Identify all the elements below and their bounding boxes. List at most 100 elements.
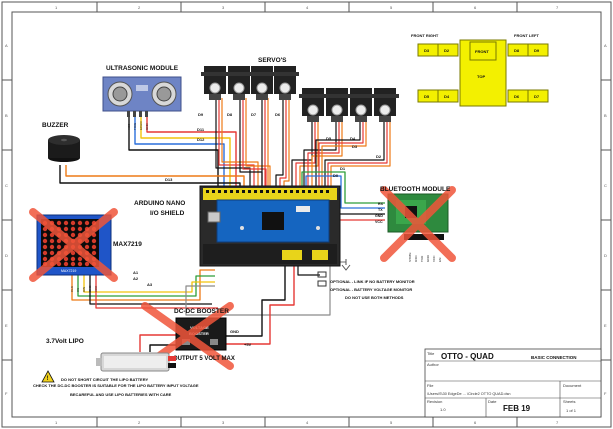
servo (271, 66, 299, 100)
row-marker: B (5, 113, 8, 118)
col-marker: 6 (474, 420, 477, 425)
note-link: OPTIONAL - LINK IF NO BATTERY MONITOR (330, 279, 415, 284)
bt-bottom-pin: VCC (432, 255, 436, 262)
signal-label: D12 (197, 137, 205, 142)
ultrasonic-module: VCC TRIG ECHO GND (102, 76, 182, 131)
warning-care: BECAREFUL AND USE LIPO BATTERIES WITH CA… (70, 392, 172, 397)
row-marker: F (604, 391, 607, 396)
row-marker: E (5, 323, 8, 328)
layout-box-label: D3 (424, 48, 430, 53)
col-marker: 4 (306, 5, 309, 10)
col-marker: 3 (222, 5, 225, 10)
layout-box-label: D2 (444, 48, 450, 53)
row-marker: D (604, 253, 607, 258)
top-label: TOP (477, 74, 485, 79)
bt-bottom-pin: EN (438, 258, 442, 262)
layout-box-label: D6 (514, 94, 520, 99)
signal-label: D4 (350, 136, 356, 141)
robot-layout-diagram: FRONT RIGHT FRONT LEFT FRONT TOP D3 D2 D… (411, 33, 549, 107)
max7219-matrix: MAX7219 CLK CS DIN GND VCC (29, 208, 118, 293)
signal-label: D13 (165, 177, 173, 182)
signal-label: A1 (133, 270, 139, 275)
arduino-shield (199, 185, 341, 267)
col-marker: 3 (222, 420, 225, 425)
us-pin-label: GND (145, 123, 149, 131)
us-pin-label: VCC (127, 123, 131, 130)
matrix-pin-label: DIN (82, 287, 86, 292)
bluetooth-label: BLUETOOTH MODULE (380, 186, 451, 193)
us-pin-label: ECHO (139, 121, 143, 130)
servo (248, 66, 276, 100)
signal-label: D9 (198, 112, 204, 117)
arduino-label-line1: ARDUINO NANO (134, 200, 185, 207)
servo (225, 66, 253, 100)
gnd-label: GND (230, 329, 239, 334)
drawing-title: OTTO - QUAD (441, 352, 494, 361)
wires (59, 98, 391, 352)
layout-box-label: D7 (534, 94, 540, 99)
col-marker: 5 (390, 5, 393, 10)
matrix-pin-label: CLK (70, 286, 74, 292)
matrix-pin-label: VCC (94, 285, 98, 292)
servo-group-top (201, 66, 299, 100)
drawing-subtitle: BASIC CONNECTION (531, 355, 577, 360)
ultrasonic-label: ULTRASONIC MODULE (106, 65, 179, 72)
servo-group-right (299, 88, 399, 122)
document-field-label: Document (563, 383, 582, 388)
lipo-battery (96, 352, 176, 372)
col-marker: 4 (306, 420, 309, 425)
file-field-label: File (427, 383, 434, 388)
buzzer-label: BUZZER (42, 122, 69, 129)
signal-label: D5 (326, 136, 332, 141)
signal-label: D1 (340, 166, 346, 171)
warning-booster: CHECK THE DC-DC BOOSTER IS SUITABLE FOR … (33, 383, 199, 388)
row-marker: A (604, 43, 607, 48)
booster-label: DC-DC BOOSTER (174, 308, 229, 315)
servos-label: SERVO'S (258, 57, 287, 64)
svg-text:!: ! (47, 376, 49, 382)
title-block: Title Author File Document Revision Date… (424, 348, 602, 418)
col-marker: 7 (556, 5, 559, 10)
row-marker: B (604, 113, 607, 118)
row-marker: F (5, 391, 8, 396)
layout-box-label: D5 (424, 94, 430, 99)
front-left-label: FRONT LEFT (514, 33, 539, 38)
bt-pin-label: RX (378, 202, 384, 206)
row-marker: C (5, 183, 8, 188)
note-dont-use: DO NOT USE BOTH METHODS (345, 295, 404, 300)
servo (347, 88, 375, 122)
plus5v-label: +5V (244, 342, 252, 347)
servo (323, 88, 351, 122)
bluetooth-module: RX TX GND VCC STATE RXD TXD GND VCC EN (375, 186, 456, 262)
sheets-value: 1 of 1 (566, 408, 577, 413)
bt-bottom-pin: TXD (420, 255, 424, 262)
matrix-pin-label: CS (76, 288, 80, 292)
link-marker (317, 259, 351, 287)
drawing-date: FEB 19 (503, 404, 531, 413)
servo (299, 88, 327, 122)
signal-label: D11 (197, 127, 205, 132)
sheets-field-label: Sheets (563, 399, 575, 404)
note-monitor: OPTIONAL - BATTERY VOLTAGE MONITOR (330, 287, 412, 292)
warning-short: DO NOT SHORT CIRCUIT THE LIPO BATTERY (61, 377, 148, 382)
signal-label: A2 (133, 276, 139, 281)
bt-pin-label: GND (375, 214, 383, 218)
warning-icon: ! (41, 370, 55, 383)
signal-label: D6 (275, 112, 281, 117)
row-marker: C (604, 183, 607, 188)
col-marker: 1 (55, 5, 58, 10)
max7219-label: MAX7219 (113, 241, 142, 248)
col-marker: 7 (556, 420, 559, 425)
layout-box-label: D8 (514, 48, 520, 53)
layout-box-label: D4 (444, 94, 450, 99)
signal-label: A3 (147, 282, 153, 287)
matrix-pin-label: GND (88, 285, 92, 293)
signal-label: D2 (376, 154, 382, 159)
servo (371, 88, 399, 122)
front-right-label: FRONT RIGHT (411, 33, 439, 38)
signal-label: D3 (352, 144, 358, 149)
lipo-label: 3.7Volt LIPO (46, 338, 84, 345)
arduino-label-line2: I/O SHIELD (150, 210, 185, 217)
layout-box-label: D9 (534, 48, 540, 53)
author-field-label: Author (427, 362, 439, 367)
